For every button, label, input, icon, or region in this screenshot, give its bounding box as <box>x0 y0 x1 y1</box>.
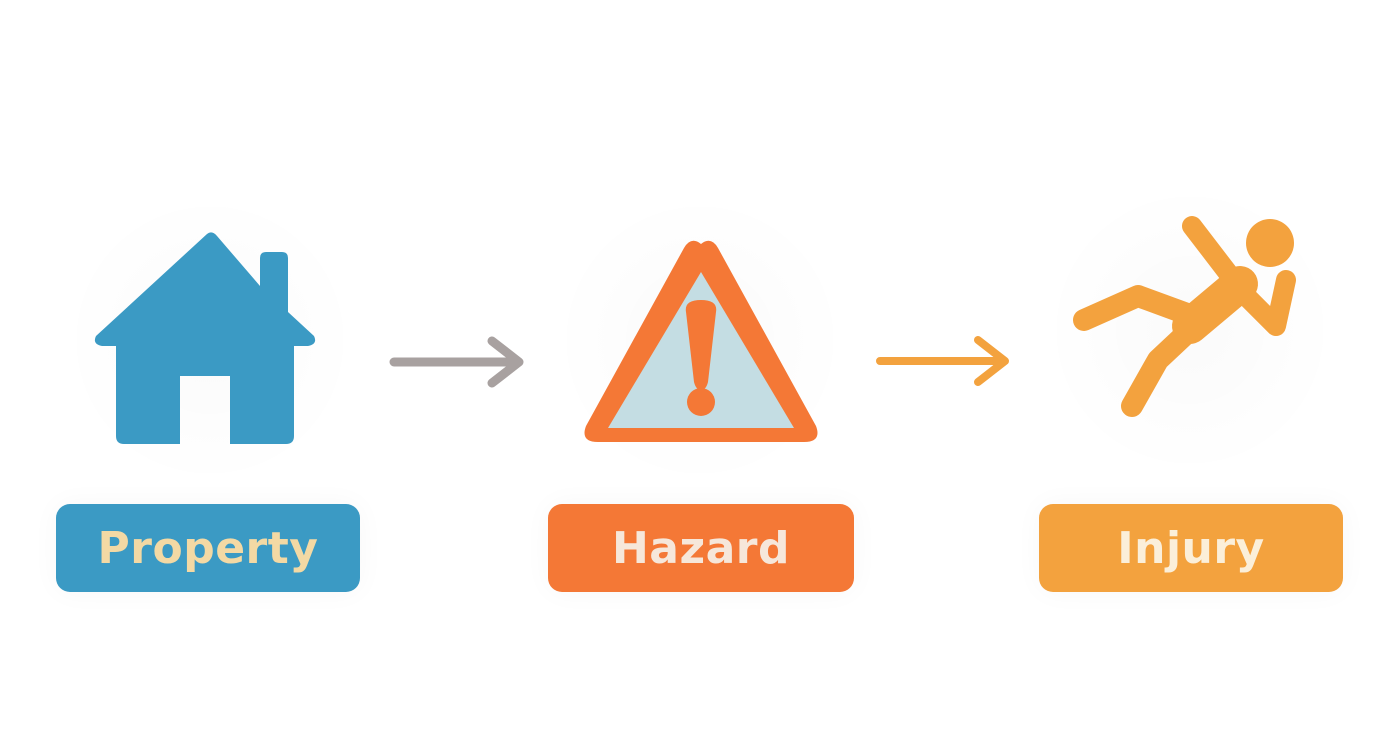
label-injury: Injury <box>1039 504 1343 592</box>
label-hazard-text: Hazard <box>611 522 790 574</box>
falling-person-icon <box>1070 214 1310 424</box>
arrow-right-icon <box>874 334 1014 390</box>
warning-triangle-icon <box>580 236 822 448</box>
label-property-text: Property <box>97 522 319 574</box>
arrow-right-icon <box>388 335 528 391</box>
house-icon <box>90 228 320 450</box>
label-injury-text: Injury <box>1117 522 1265 574</box>
label-property: Property <box>56 504 360 592</box>
label-hazard: Hazard <box>548 504 854 592</box>
